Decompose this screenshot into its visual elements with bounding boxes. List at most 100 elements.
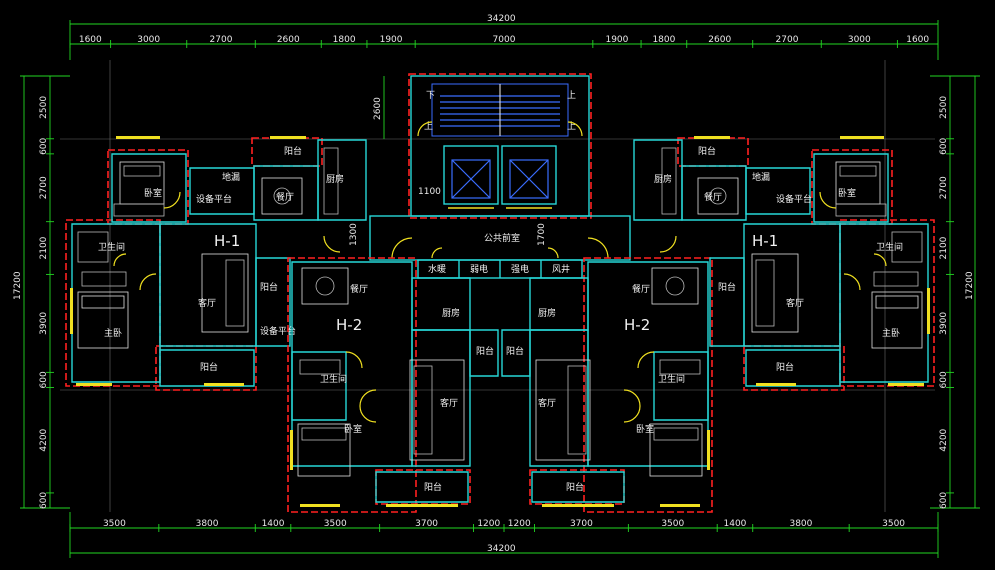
unit-h2-left: H-2 餐厅 厨房 卫生间 客厅 卧室 阳台 阳台 bbox=[287, 257, 499, 513]
balcony-label-h2l-mid: 阳台 bbox=[476, 345, 494, 357]
bedroom-label-h1l: 卧室 bbox=[144, 187, 162, 199]
dim-value: 3500 bbox=[103, 519, 126, 529]
dim-value: 3700 bbox=[570, 519, 593, 529]
dim-value: 600 bbox=[39, 137, 49, 154]
elevator-left-icon bbox=[451, 159, 491, 199]
bottom-total-dim: 34200 bbox=[487, 544, 516, 554]
unit-h1-left: H-1 卧室 主卧 卫生间 客厅 餐厅 厨房 阳台 阳台 阳台 设备平台 设备平… bbox=[65, 136, 367, 391]
shaft-label-water: 水暖 bbox=[428, 263, 446, 275]
dim-value: 2700 bbox=[210, 35, 233, 45]
balcony-label-h1l-side: 阳台 bbox=[260, 281, 278, 293]
dim-value: 2600 bbox=[708, 35, 731, 45]
dim-value: 1800 bbox=[652, 35, 675, 45]
dim-value: 3800 bbox=[789, 519, 812, 529]
dim-value: 2700 bbox=[776, 35, 799, 45]
dim-value: 3900 bbox=[39, 312, 49, 335]
unit-label-h1-right: H-1 bbox=[752, 232, 778, 250]
dim-value: 3000 bbox=[137, 35, 160, 45]
axis-grid bbox=[60, 60, 935, 512]
shaft-label-strong: 强电 bbox=[511, 263, 529, 275]
shaft-label-weak: 弱电 bbox=[470, 263, 488, 275]
balcony-label-h1l-bottom: 阳台 bbox=[200, 361, 218, 373]
dim-value: 1900 bbox=[380, 35, 403, 45]
lobby-depth-dim: 1700 bbox=[537, 223, 547, 246]
kitchen-label-h2r: 厨房 bbox=[538, 307, 556, 319]
core-stair-elevator: 下 上 上 上 2600 bbox=[373, 73, 592, 219]
kitchen-label-h1r: 厨房 bbox=[654, 173, 672, 185]
living-label-h1l: 客厅 bbox=[198, 297, 216, 309]
elevator-right-icon bbox=[509, 159, 549, 199]
left-dimension-chain: 17200 2500 600 2700 2100 3900 600 4200 600 bbox=[13, 75, 70, 509]
dim-value: 4200 bbox=[39, 428, 49, 451]
unit-label-h2-right: H-2 bbox=[624, 316, 650, 334]
dim-value: 3500 bbox=[661, 519, 684, 529]
dim-value: 600 bbox=[939, 137, 949, 154]
stair-down-label: 下 bbox=[426, 91, 435, 101]
bedroom-label-h2r: 卧室 bbox=[636, 423, 654, 435]
stair-treads bbox=[440, 84, 560, 136]
dim-value: 2700 bbox=[939, 176, 949, 199]
drain-label-h1l: 地漏 bbox=[222, 171, 240, 183]
bathroom-label-h1r: 卫生间 bbox=[876, 241, 903, 253]
kitchen-label-h1l: 厨房 bbox=[326, 173, 344, 185]
lobby-width-dim: 1100 bbox=[418, 187, 441, 197]
stair-depth-dim: 2600 bbox=[373, 97, 383, 120]
dim-value: 2700 bbox=[39, 176, 49, 199]
shaft-row: 水暖 弱电 强电 风井 bbox=[417, 259, 583, 279]
dim-value: 1400 bbox=[724, 519, 747, 529]
dim-value: 600 bbox=[39, 371, 49, 388]
balcony-label-h1r-side: 阳台 bbox=[718, 281, 736, 293]
unit-label-h1-left: H-1 bbox=[214, 232, 240, 250]
dim-value: 3000 bbox=[848, 35, 871, 45]
stair-up-label-3: 上 bbox=[567, 121, 576, 132]
left-total-dim: 17200 bbox=[13, 271, 23, 300]
master-bedroom-label-h1r: 主卧 bbox=[882, 327, 900, 339]
balcony-label-h2l: 阳台 bbox=[424, 481, 442, 493]
dim-value: 3500 bbox=[324, 519, 347, 529]
living-label-h2r: 客厅 bbox=[538, 397, 556, 409]
public-lobby-label: 公共前室 bbox=[484, 232, 520, 244]
stair-up-label-2: 上 bbox=[424, 121, 433, 132]
dim-value: 4200 bbox=[939, 428, 949, 451]
dim-value: 1600 bbox=[906, 35, 929, 45]
dim-value: 600 bbox=[939, 371, 949, 388]
dim-value: 3900 bbox=[939, 312, 949, 335]
dining-label-h2r: 餐厅 bbox=[632, 283, 650, 295]
ac-platform-label-h1l: 设备平台 bbox=[196, 193, 232, 205]
shaft-label-wind: 风井 bbox=[552, 263, 570, 275]
master-bedroom-label-h1l: 主卧 bbox=[104, 327, 122, 339]
bedroom-label-h1r: 卧室 bbox=[838, 187, 856, 199]
dim-value: 1800 bbox=[333, 35, 356, 45]
kitchen-label-h2l: 厨房 bbox=[442, 307, 460, 319]
dim-value: 2100 bbox=[39, 236, 49, 259]
dim-value: 2500 bbox=[939, 96, 949, 119]
dining-label-h1r: 餐厅 bbox=[704, 191, 722, 203]
bathroom-label-h2l: 卫生间 bbox=[320, 373, 347, 385]
dim-value: 2600 bbox=[277, 35, 300, 45]
balcony-label-h1r-top: 阳台 bbox=[698, 145, 716, 157]
dim-value: 3800 bbox=[196, 519, 219, 529]
balcony-label-h2r: 阳台 bbox=[566, 481, 584, 493]
dim-value: 600 bbox=[39, 492, 49, 509]
dim-value: 3700 bbox=[415, 519, 438, 529]
dim-value: 7000 bbox=[493, 35, 516, 45]
dim-value: 1200 bbox=[477, 519, 500, 529]
balcony-label-h1r-bottom: 阳台 bbox=[776, 361, 794, 373]
living-label-h1r: 客厅 bbox=[786, 297, 804, 309]
dim-value: 1900 bbox=[605, 35, 628, 45]
dim-value: 2500 bbox=[39, 96, 49, 119]
stair-up-label: 上 bbox=[567, 90, 576, 101]
dim-value: 1400 bbox=[262, 519, 285, 529]
drain-label-h1r: 地漏 bbox=[752, 171, 770, 183]
unit-h2-right: H-2 餐厅 厨房 卫生间 客厅 卧室 阳台 阳台 bbox=[501, 257, 713, 513]
ac-platform-label-h1r: 设备平台 bbox=[776, 193, 812, 205]
dining-label-h2l: 餐厅 bbox=[350, 283, 368, 295]
bathroom-label-h1l: 卫生间 bbox=[98, 241, 125, 253]
dim-value: 2100 bbox=[939, 236, 949, 259]
dim-value: 1600 bbox=[79, 35, 102, 45]
dim-value: 1200 bbox=[508, 519, 531, 529]
balcony-label-h1l-top: 阳台 bbox=[284, 145, 302, 157]
